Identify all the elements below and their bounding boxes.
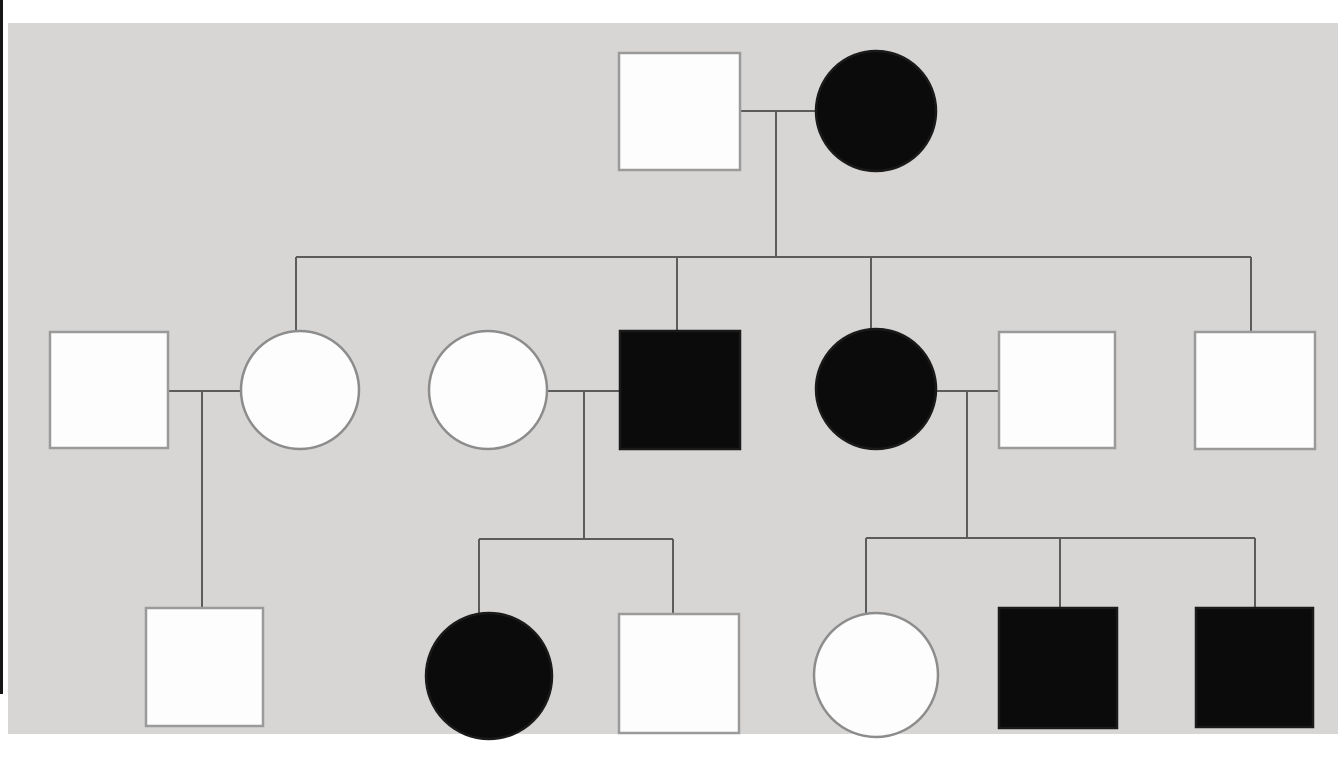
individual-III-3-unaffected-male [617,612,741,735]
individual-III-4-unaffected-female [812,611,940,739]
individual-III-5-affected-male [997,606,1119,730]
individual-I-2-affected-female [814,49,938,173]
individual-II-3-unaffected-female [427,329,549,451]
individual-II-7-unaffected-male [1193,330,1317,451]
individual-III-2-affected-female [424,611,554,741]
individual-III-6-affected-male [1194,606,1315,729]
individual-II-5-affected-female [814,327,938,451]
individual-II-4-affected-male [618,329,742,451]
individual-I-1-unaffected-male [617,51,742,172]
individual-II-2-unaffected-female [239,329,361,451]
individual-II-1-unaffected-male [48,330,170,450]
individual-III-1-unaffected-male [144,606,265,728]
scan-edge-bar [0,0,3,694]
individual-II-6-unaffected-male [997,330,1117,450]
